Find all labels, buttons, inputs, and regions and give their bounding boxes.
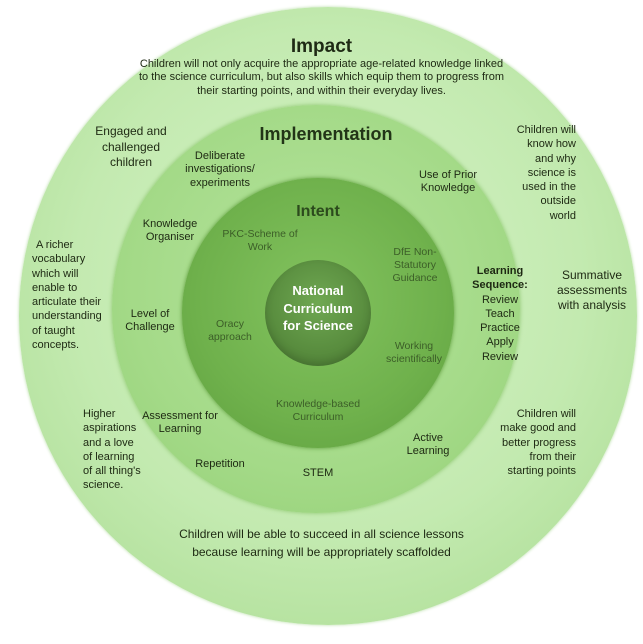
- implementation-sequence-title-line: Sequence:: [472, 279, 528, 292]
- core-label-line: Curriculum: [283, 300, 353, 316]
- impact-vocabulary-line: A richer: [36, 239, 74, 251]
- intent-oracy-line: approach: [208, 330, 252, 343]
- implementation-repetition: Repetition: [195, 458, 245, 470]
- implementation-level-of-challenge-line: Level of: [130, 308, 170, 320]
- implementation-active-learning: Active Learning: [388, 432, 468, 459]
- impact-top-statement: Children will not only acquire the appro…: [110, 58, 533, 98]
- impact-bottom-line: Children will be able to succeed in all …: [179, 527, 464, 541]
- intent-pkc-line: PKC-Scheme of: [222, 228, 298, 240]
- intent-knowledge-based: Knowledge-based Curriculum: [253, 398, 383, 424]
- intent-pkc-line: Work: [247, 240, 273, 253]
- impact-bottom-line: because learning will be appropriately s…: [192, 545, 451, 559]
- impact-aspirations-line: science.: [83, 479, 124, 492]
- impact-top-line: to the science curriculum, but also skil…: [139, 71, 504, 84]
- implementation-prior-knowledge: Use of Prior Knowledge: [398, 169, 498, 196]
- impact-aspirations: Higher aspirations and a love of learnin…: [70, 407, 141, 493]
- implementation-stem: STEM: [302, 467, 334, 479]
- implementation-sequence-step: Review: [481, 293, 519, 306]
- impact-bottom-statement: Children will be able to succeed in all …: [130, 525, 513, 561]
- implementation-learning-sequence: Learning Sequence: Review Teach Practice…: [462, 264, 538, 364]
- impact-know-how-line: and why: [535, 152, 576, 165]
- impact-know-how-line: used in the: [522, 181, 576, 194]
- implementation-title: Implementation: [259, 124, 393, 144]
- impact-know-how-line: world: [549, 209, 576, 222]
- implementation-knowledge-organiser-line: Knowledge: [142, 218, 198, 230]
- impact-aspirations-line: of all thing's: [83, 465, 141, 478]
- impact-know-how-line: Children will: [516, 124, 576, 136]
- core-label-line: National: [292, 283, 344, 298]
- core-circle: [265, 260, 371, 366]
- implementation-sequence-step: Teach: [485, 307, 515, 320]
- impact-progress-line: Children will: [516, 408, 576, 420]
- intent-working: Working scientifically: [372, 340, 456, 366]
- impact-engaged-line: challenged: [101, 139, 161, 154]
- intent-dfe-line: Guidance: [392, 271, 438, 284]
- impact-progress: Children will make good and better progr…: [484, 407, 576, 478]
- implementation-deliberate-line: experiments: [190, 176, 250, 189]
- impact-engaged-line: children: [109, 155, 153, 170]
- impact-aspirations-line: Higher: [83, 408, 116, 420]
- impact-vocabulary-line: articulate their: [32, 296, 102, 309]
- implementation-knowledge-organiser: Knowledge Organiser: [125, 218, 215, 245]
- impact-engaged-line: Engaged and: [95, 124, 167, 138]
- implementation-prior-knowledge-line: Knowledge: [420, 182, 476, 195]
- implementation-sequence-step: Practice: [480, 322, 520, 335]
- implementation-assessment: Assessment for Learning: [130, 410, 230, 437]
- impact-know-how-line: know how: [527, 138, 576, 151]
- implementation-active-learning-line: Active: [413, 432, 443, 444]
- intent-title: Intent: [296, 203, 340, 220]
- implementation-assessment-line: Assessment for: [142, 410, 218, 422]
- implementation-deliberate-line: investigations/: [185, 163, 255, 176]
- impact-know-how: Children will know how and why science i…: [486, 123, 576, 223]
- intent-pkc: PKC-Scheme of Work: [210, 228, 310, 254]
- impact-progress-line: from their: [529, 450, 576, 463]
- core-label-line: for Science: [282, 318, 354, 334]
- intent-knowledge-based-line: Curriculum: [292, 410, 344, 423]
- impact-summative: Summative assessments with analysis: [548, 268, 636, 313]
- implementation-prior-knowledge-line: Use of Prior: [418, 169, 478, 181]
- intent-working-line: scientifically: [385, 352, 443, 365]
- impact-summative-line: with analysis: [557, 298, 627, 312]
- implementation-level-of-challenge-line: Challenge: [125, 321, 175, 334]
- impact-vocabulary: A richer vocabulary which will enable to…: [22, 238, 112, 352]
- impact-top-line: Children will not only acquire the appro…: [139, 58, 504, 70]
- intent-dfe: DfE Non- Statutory Guidance: [372, 246, 458, 284]
- intent-knowledge-based-line: Knowledge-based: [275, 398, 361, 410]
- impact-vocabulary-line: which will: [32, 267, 79, 280]
- implementation-deliberate-line: Deliberate: [194, 150, 246, 162]
- intent-dfe-line: DfE Non-: [393, 246, 437, 258]
- intent-working-line: Working: [394, 340, 434, 352]
- impact-aspirations-line: and a love: [83, 436, 134, 449]
- impact-know-how-line: outside: [540, 195, 576, 208]
- impact-title: Impact: [290, 36, 353, 57]
- impact-top-line: their starting points, and within their …: [197, 84, 446, 97]
- impact-vocabulary-line: of taught: [32, 324, 75, 337]
- impact-vocabulary-line: vocabulary: [32, 253, 86, 266]
- implementation-assessment-line: Learning: [158, 423, 202, 436]
- implementation-deliberate: Deliberate investigations/ experiments: [165, 150, 275, 190]
- impact-know-how-line: science is: [527, 166, 576, 179]
- impact-summative-line: Summative: [561, 268, 623, 282]
- impact-aspirations-line: aspirations: [83, 422, 137, 435]
- intent-oracy: Oracy approach: [192, 318, 268, 344]
- implementation-knowledge-organiser-line: Organiser: [145, 231, 195, 244]
- impact-aspirations-line: of learning: [83, 450, 135, 463]
- intent-oracy-line: Oracy: [215, 318, 244, 330]
- impact-engaged: Engaged and challenged children: [76, 124, 186, 171]
- impact-vocabulary-line: concepts.: [32, 339, 80, 352]
- impact-progress-line: better progress: [502, 436, 576, 449]
- implementation-sequence-step: Review: [481, 350, 519, 363]
- implementation-active-learning-line: Learning: [406, 445, 450, 458]
- implementation-sequence-title-line: Learning: [476, 265, 524, 277]
- impact-vocabulary-line: understanding: [32, 310, 102, 323]
- implementation-level-of-challenge: Level of Challenge: [110, 308, 190, 335]
- intent-dfe-line: Statutory: [393, 258, 437, 271]
- implementation-sequence-step: Apply: [486, 336, 514, 349]
- core-label: National Curriculum for Science: [265, 282, 371, 335]
- impact-progress-line: make good and: [500, 422, 576, 435]
- impact-summative-line: assessments: [556, 283, 628, 297]
- impact-progress-line: starting points: [507, 465, 576, 478]
- impact-vocabulary-line: enable to: [32, 281, 78, 294]
